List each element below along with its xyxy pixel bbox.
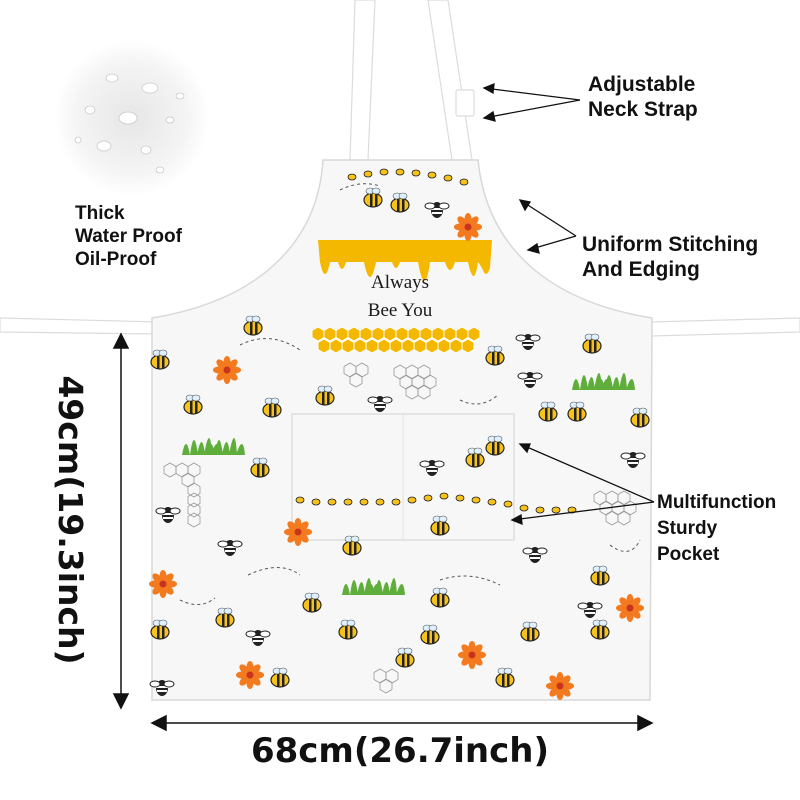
callout-waterproof-line-2: Water Proof bbox=[75, 226, 182, 247]
height-dimension-text: 49cm(19.3inch) bbox=[51, 375, 90, 665]
height-dimension-label: 49cm(19.3inch) bbox=[50, 340, 90, 700]
neck-strap bbox=[349, 0, 475, 161]
honey-drip-banner bbox=[318, 240, 492, 281]
water-drop-swatch bbox=[54, 40, 210, 196]
callout-neck-strap-line-2: Neck Strap bbox=[588, 98, 698, 121]
callout-waterproof-line-3: Oil-Proof bbox=[75, 249, 157, 270]
callout-waterproof: Thick Water Proof Oil-Proof bbox=[75, 202, 182, 271]
callout-pocket-line-3: Pocket bbox=[657, 544, 720, 565]
callout-pocket-line-2: Sturdy bbox=[657, 518, 718, 539]
callout-pocket: Multifunction Sturdy Pocket bbox=[657, 490, 776, 568]
callout-pocket-line-1: Multifunction bbox=[657, 492, 777, 513]
width-dimension-label: 68cm(26.7inch) bbox=[250, 731, 550, 771]
slogan-line-1: Always bbox=[370, 272, 430, 293]
dimension-lines bbox=[112, 332, 654, 732]
callout-neck-strap-line-1: Adjustable bbox=[588, 73, 696, 96]
flight-path-dashes bbox=[179, 183, 641, 605]
callout-arrows bbox=[482, 82, 655, 526]
callout-stitching-line-2: And Edging bbox=[582, 258, 700, 281]
slogan-line-2: Bee You bbox=[367, 300, 433, 321]
callout-neck-strap: Adjustable Neck Strap bbox=[588, 72, 698, 122]
honeycomb-cluster bbox=[311, 326, 481, 354]
callout-stitching-line-1: Uniform Stitching bbox=[582, 233, 759, 256]
apron-body bbox=[151, 159, 653, 701]
callout-waterproof-line-1: Thick bbox=[75, 203, 125, 224]
bee-trail bbox=[295, 168, 577, 514]
callout-stitching: Uniform Stitching And Edging bbox=[582, 232, 758, 282]
